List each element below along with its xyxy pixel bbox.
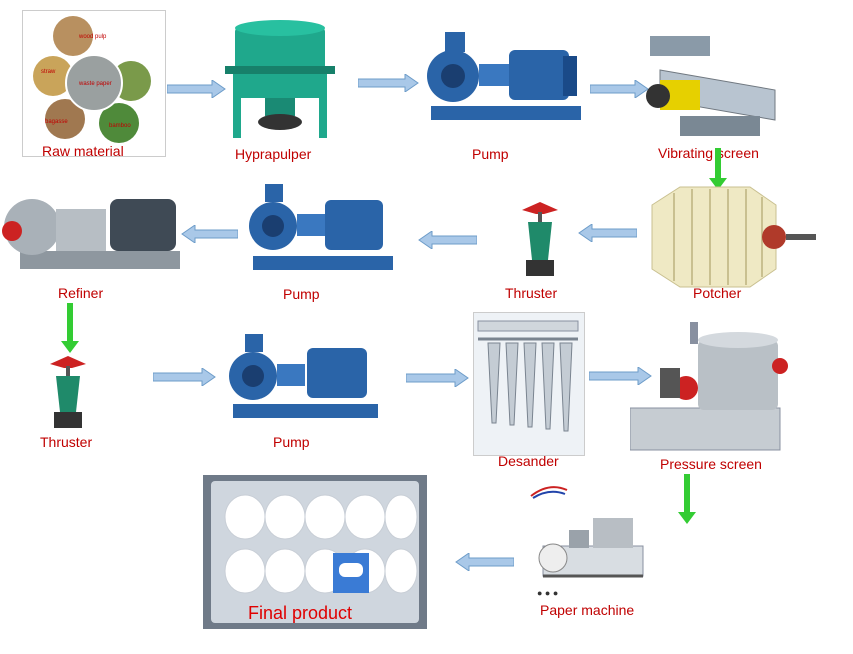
vibrating-screen-image: [646, 36, 776, 136]
pump-image: [427, 32, 581, 120]
step-label-refiner: Refiner: [58, 285, 104, 301]
step-label-raw-material: Raw material: [42, 143, 124, 159]
brand-logo-icon: [530, 486, 568, 499]
flow-arrow-right: [589, 367, 652, 385]
flow-arrow-down: [678, 474, 696, 524]
flow-arrow-down: [709, 148, 727, 190]
flow-arrow-right: [358, 74, 419, 92]
flow-arrow-left: [418, 231, 477, 249]
step-label-pressure-screen: Pressure screen: [660, 456, 762, 472]
flow-arrow-left: [455, 553, 514, 571]
thruster-image: [522, 202, 558, 276]
flow-arrow-right: [153, 368, 216, 386]
step-label-pump: Pump: [283, 286, 320, 302]
desander-image: [473, 312, 585, 456]
raw-material-image: wood pulp straw waste paper bagasse bamb…: [22, 10, 166, 157]
step-label-thruster: Thruster: [40, 434, 93, 450]
flow-arrow-right: [167, 80, 226, 98]
step-label-pump: Pump: [273, 434, 310, 450]
raw-item-label: bagasse: [45, 119, 68, 125]
raw-item-label: straw: [41, 69, 56, 75]
potcher-image: [651, 186, 816, 288]
step-label-paper-machine: Paper machine: [540, 602, 635, 618]
refiner-image: [2, 199, 180, 269]
step-label-vibrating-screen: Vibrating screen: [658, 145, 759, 161]
step-label-thruster: Thruster: [505, 285, 558, 301]
raw-item-label: bamboo: [109, 123, 131, 129]
certification-icons: ● ● ●: [537, 588, 559, 598]
hydrapulper-image: [225, 20, 335, 138]
final-product-image: [203, 475, 427, 629]
flow-arrow-left: [578, 224, 637, 242]
step-label-final-product: Final product: [248, 603, 353, 623]
pump-image: [229, 334, 378, 418]
step-label-desander: Desander: [498, 453, 559, 469]
flow-arrow-left: [181, 225, 238, 243]
step-label-potcher: Potcher: [693, 285, 742, 301]
step-label-hydrapulper: Hyprapulper: [235, 146, 312, 162]
flow-arrow-down: [61, 303, 79, 353]
flow-arrow-right: [590, 80, 649, 98]
paper-machine-image: [538, 518, 644, 578]
thruster-image: [50, 356, 86, 428]
step-label-pump: Pump: [472, 146, 509, 162]
pressure-screen-image: [630, 322, 788, 451]
raw-item-label: wood pulp: [78, 34, 107, 40]
pump-image: [249, 184, 393, 270]
raw-item-label: waste paper: [78, 81, 112, 87]
flow-arrow-right: [406, 369, 469, 387]
